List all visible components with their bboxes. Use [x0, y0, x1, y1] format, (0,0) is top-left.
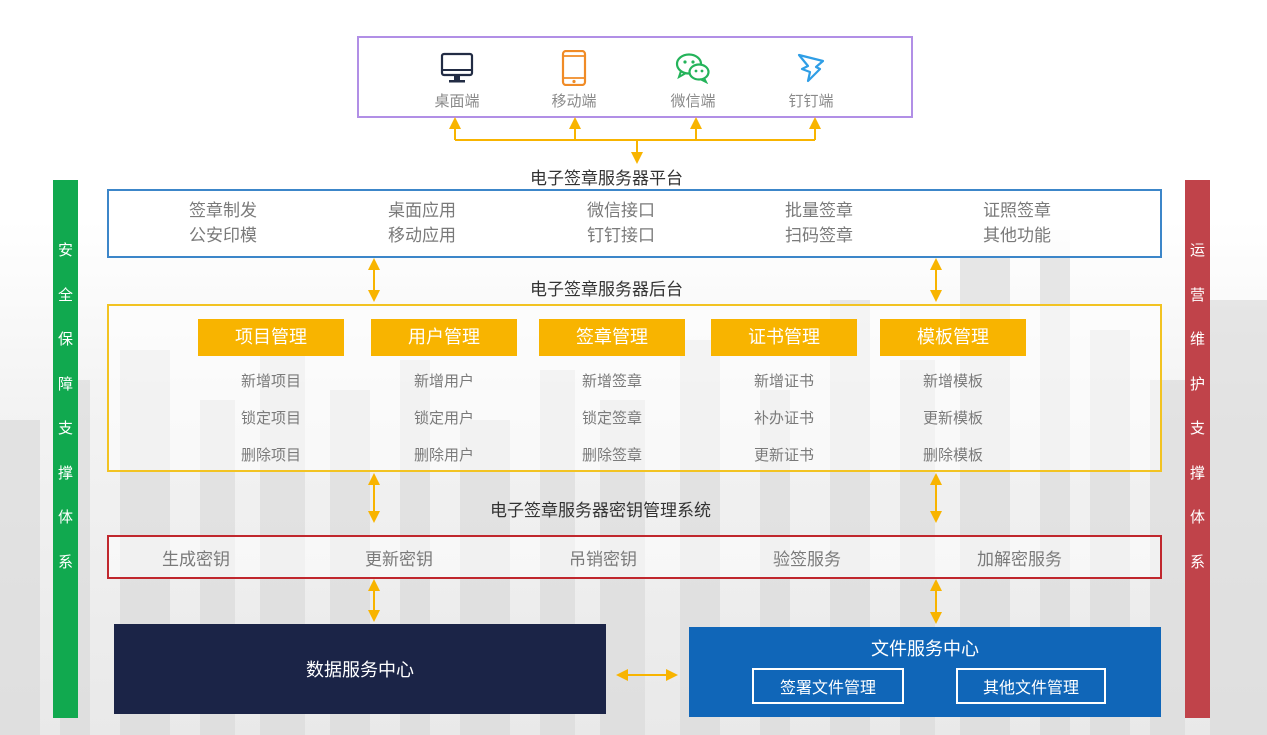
- module-signature-management: 签章管理 新增签章 锁定签章 删除签章: [539, 319, 685, 467]
- platform-item: 其他功能: [983, 226, 1051, 246]
- security-support-bar: 安全保障支撑体系: [53, 180, 78, 718]
- bar-character: 保: [57, 330, 73, 348]
- dingtalk-icon: [771, 48, 851, 88]
- module-user-management: 用户管理 新增用户 锁定用户 删除用户: [371, 319, 517, 467]
- key-item: 验签服务: [773, 550, 841, 570]
- module-header[interactable]: 签章管理: [539, 319, 685, 356]
- platform-item: 移动应用: [388, 226, 456, 246]
- bar-character: 护: [1189, 374, 1205, 393]
- module-item: 新增签章: [581, 372, 642, 390]
- module-item: 新增模板: [922, 372, 983, 390]
- client-label: 移动端: [551, 92, 597, 110]
- bar-character: 系: [57, 552, 73, 571]
- module-item: 更新证书: [753, 446, 814, 464]
- key-item: 生成密钥: [162, 550, 230, 570]
- module-item: 删除签章: [581, 446, 642, 464]
- other-file-management-button[interactable]: 其他文件管理: [956, 668, 1106, 704]
- platform-column: 批量签章 扫码签章: [749, 199, 889, 249]
- platform-title: 电子签章服务器平台: [530, 169, 683, 189]
- client-dingtalk[interactable]: 钉钉端: [771, 48, 851, 111]
- data-service-center: 数据服务中心: [114, 624, 606, 714]
- bar-character: 体: [57, 508, 73, 526]
- module-header[interactable]: 模板管理: [880, 319, 1026, 356]
- backend-title: 电子签章服务器后台: [530, 280, 683, 300]
- monitor-icon: [417, 48, 497, 88]
- platform-item: 公安印模: [189, 226, 257, 246]
- bar-character: 运: [1189, 241, 1205, 259]
- bar-character: 撑: [57, 463, 73, 482]
- module-item: 删除模板: [922, 446, 983, 464]
- bar-character: 系: [1189, 552, 1205, 571]
- key-item: 加解密服务: [977, 550, 1062, 570]
- bar-character: 体: [1189, 508, 1205, 526]
- module-item: 删除用户: [413, 446, 474, 464]
- client-terminals-box: 桌面端 移动端 微信端 钉钉端: [357, 36, 913, 118]
- module-project-management: 项目管理 新增项目 锁定项目 删除项目: [198, 319, 344, 467]
- bar-character: 障: [57, 374, 73, 393]
- key-item: 更新密钥: [365, 550, 433, 570]
- platform-column: 证照签章 其他功能: [947, 199, 1087, 249]
- module-item: 锁定签章: [581, 409, 642, 427]
- data-center-title: 数据服务中心: [306, 660, 414, 681]
- module-certificate-management: 证书管理 新增证书 补办证书 更新证书: [711, 319, 857, 467]
- file-service-center: 文件服务中心 签署文件管理 其他文件管理: [689, 627, 1161, 717]
- platform-item: 微信接口: [587, 201, 655, 221]
- platform-column: 微信接口 钉钉接口: [551, 199, 691, 249]
- module-template-management: 模板管理 新增模板 更新模板 删除模板: [880, 319, 1026, 467]
- client-mobile[interactable]: 移动端: [534, 48, 614, 111]
- platform-item: 签章制发: [189, 201, 257, 221]
- wechat-icon: [653, 48, 733, 88]
- platform-item: 批量签章: [785, 201, 853, 221]
- bar-character: 维: [1189, 330, 1205, 348]
- module-item: 新增证书: [753, 372, 814, 390]
- bar-character: 营: [1189, 285, 1205, 304]
- signature-server-platform-box: 签章制发 公安印模 桌面应用 移动应用 微信接口 钉钉接口 批量签章 扫码签章 …: [107, 189, 1162, 258]
- platform-item: 钉钉接口: [587, 226, 655, 246]
- module-header[interactable]: 用户管理: [371, 319, 517, 356]
- module-item: 新增用户: [413, 372, 474, 390]
- module-item: 新增项目: [240, 372, 301, 390]
- module-header[interactable]: 项目管理: [198, 319, 344, 356]
- client-label: 钉钉端: [788, 92, 834, 110]
- platform-column: 桌面应用 移动应用: [352, 199, 492, 249]
- module-item: 锁定用户: [413, 409, 474, 427]
- client-desktop[interactable]: 桌面端: [417, 48, 497, 111]
- bar-character: 撑: [1189, 463, 1205, 482]
- module-header[interactable]: 证书管理: [711, 319, 857, 356]
- signed-file-management-button[interactable]: 签署文件管理: [752, 668, 904, 704]
- module-item: 更新模板: [922, 409, 983, 427]
- platform-item: 扫码签章: [785, 226, 853, 246]
- mobile-icon: [534, 48, 614, 88]
- client-label: 微信端: [670, 92, 716, 110]
- bar-character: 支: [1189, 419, 1205, 437]
- key-management-box: 生成密钥 更新密钥 吊销密钥 验签服务 加解密服务: [107, 535, 1162, 579]
- module-item: 删除项目: [240, 446, 301, 464]
- bar-character: 全: [57, 285, 73, 304]
- key-system-title: 电子签章服务器密钥管理系统: [490, 501, 711, 521]
- client-label: 桌面端: [434, 92, 480, 110]
- platform-item: 桌面应用: [388, 201, 456, 221]
- client-wechat[interactable]: 微信端: [653, 48, 733, 111]
- module-item: 锁定项目: [240, 409, 301, 427]
- key-item: 吊销密钥: [569, 550, 637, 570]
- platform-item: 证照签章: [983, 201, 1051, 221]
- module-item: 补办证书: [753, 409, 814, 427]
- platform-column: 签章制发 公安印模: [153, 199, 293, 249]
- bar-character: 支: [57, 419, 73, 437]
- operations-support-bar: 运营维护支撑体系: [1185, 180, 1210, 718]
- bar-character: 安: [57, 241, 73, 259]
- file-center-title: 文件服务中心: [871, 639, 979, 660]
